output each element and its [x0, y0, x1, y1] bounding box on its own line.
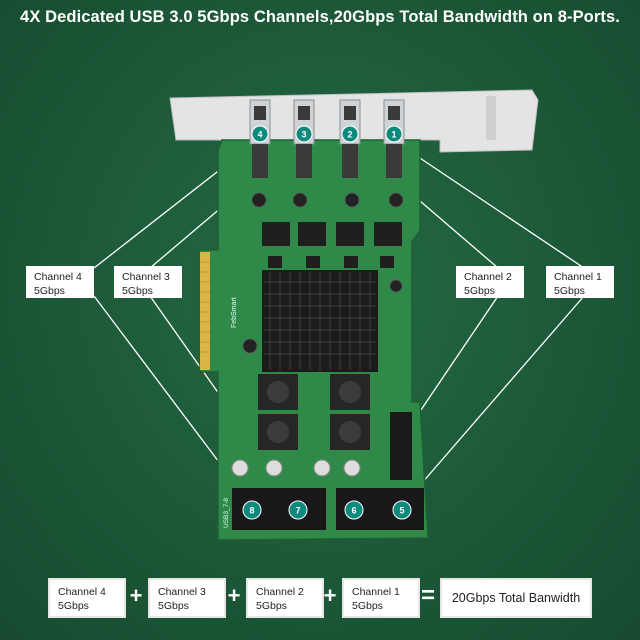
port-badge: [288, 500, 308, 520]
channel-speed: 5Gbps: [554, 285, 585, 297]
channel-speed: 5Gbps: [464, 285, 495, 297]
port-number: 2: [347, 130, 352, 140]
plus-sign: +: [323, 583, 337, 608]
header-silkscreen-label: USB3_7-8: [223, 498, 230, 528]
usb-headers-bottom: [232, 488, 424, 530]
summary-channel-speed: 5Gbps: [256, 600, 287, 612]
channel-speed: 5Gbps: [34, 285, 65, 297]
port-badge: [344, 500, 364, 520]
summary-channel-1: Channel 1 5Gbps: [342, 578, 420, 618]
headline: 4X Dedicated USB 3.0 5Gbps Channels,20Gb…: [20, 8, 620, 26]
port-badge: [385, 125, 403, 143]
channel-4-callout: Channel 4 5Gbps: [26, 266, 94, 298]
summary-channel-speed: 5Gbps: [58, 600, 89, 612]
port-badge: [242, 500, 262, 520]
port-number: 3: [301, 130, 306, 140]
port-badge: [295, 125, 313, 143]
total-bandwidth-box: 20Gbps Total Banwidth: [440, 578, 592, 618]
leader-line: [401, 295, 585, 507]
port-badge: [341, 125, 359, 143]
port-number: 8: [249, 506, 254, 516]
channel-name: Channel 1: [554, 271, 602, 283]
channel-1-callout: Channel 1 5Gbps: [546, 266, 614, 298]
port-badges: 4 3 2 1 8 7 6 5: [242, 125, 412, 520]
heatsink: [262, 270, 378, 372]
port-number: 5: [399, 506, 404, 516]
channel-2-callout: Channel 2 5Gbps: [456, 266, 524, 298]
controller-chips: [262, 222, 402, 268]
port-badge: [251, 125, 269, 143]
channel-name: Channel 4: [34, 271, 82, 283]
summary-channel-4: Channel 4 5Gbps: [48, 578, 126, 618]
port-badge: [392, 500, 412, 520]
summary-channel-2: Channel 2 5Gbps: [246, 578, 324, 618]
port-number: 6: [351, 506, 356, 516]
port-number: 4: [257, 130, 262, 140]
summary-channel-name: Channel 2: [256, 586, 304, 598]
port-number: 7: [295, 506, 300, 516]
plus-sign: +: [129, 583, 143, 608]
capacitors: [242, 192, 404, 354]
summary-channel-speed: 5Gbps: [352, 600, 383, 612]
port-number: 1: [391, 130, 396, 140]
summary-channel-speed: 5Gbps: [158, 600, 189, 612]
channel-3-callout: Channel 3 5Gbps: [114, 266, 182, 298]
summary-channel-name: Channel 3: [158, 586, 206, 598]
channel-speed: 5Gbps: [122, 285, 153, 297]
equals-sign: =: [420, 582, 435, 609]
summary-channel-3: Channel 3 5Gbps: [148, 578, 226, 618]
channel-name: Channel 3: [122, 271, 170, 283]
board-brand-label: FebSmart: [231, 297, 238, 328]
bottom-capacitors: [231, 459, 361, 477]
channel-name: Channel 2: [464, 271, 512, 283]
inductors: [258, 374, 370, 450]
sata-power-connector: [390, 412, 412, 480]
plus-sign: +: [227, 583, 241, 608]
leader-line: [392, 139, 585, 269]
summary-channel-name: Channel 1: [352, 586, 400, 598]
summary-channel-name: Channel 4: [58, 586, 106, 598]
